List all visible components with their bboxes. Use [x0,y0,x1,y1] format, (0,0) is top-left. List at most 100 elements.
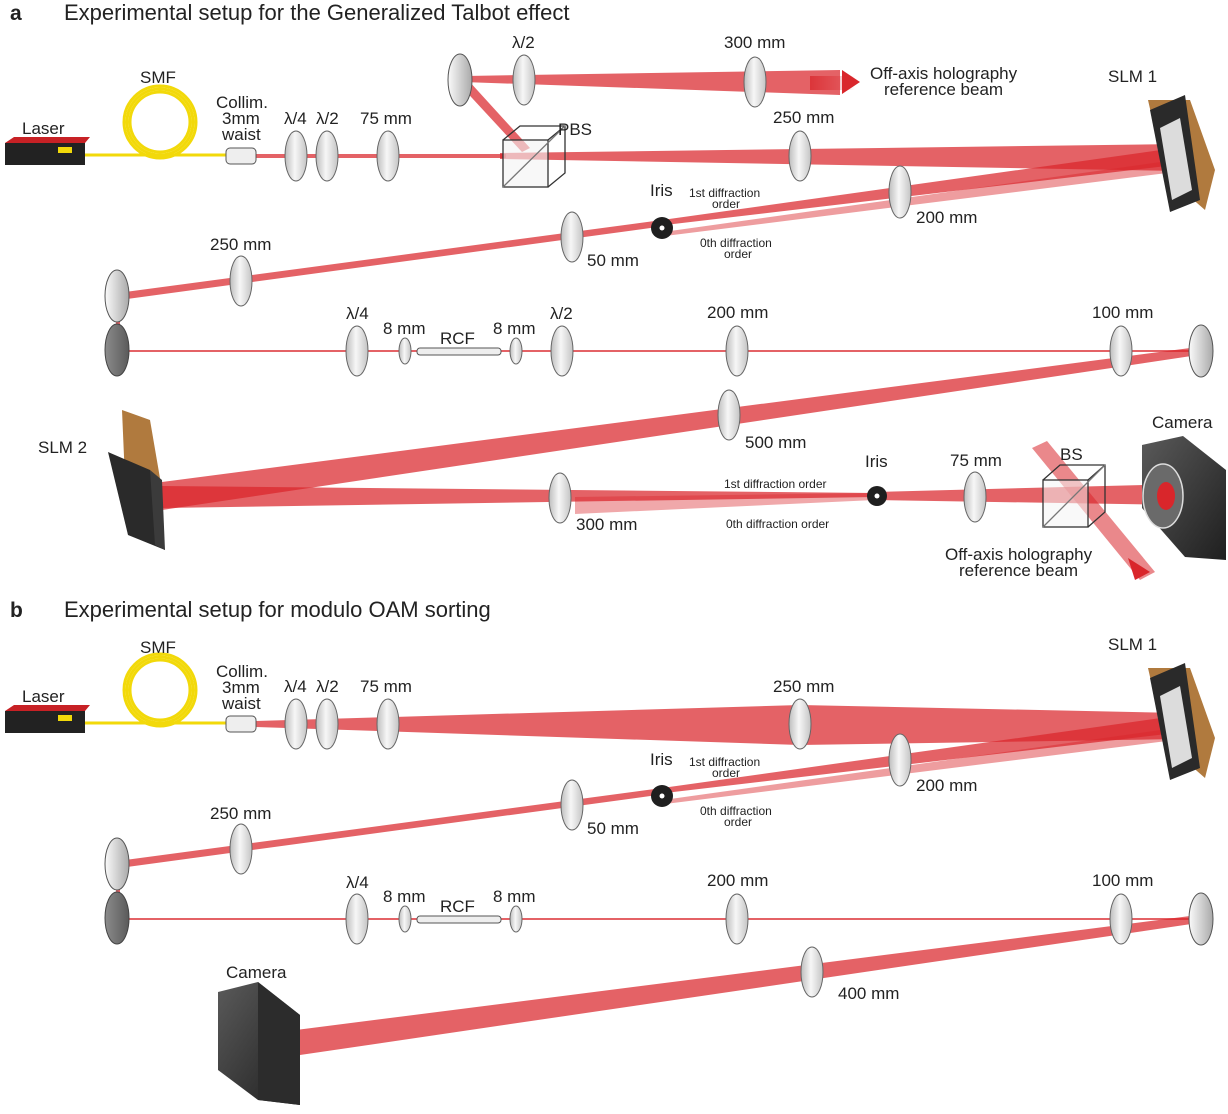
qwp-row-b-label: λ/4 [346,873,369,892]
qwp-row-a [346,326,368,376]
objective-8-left-b [399,906,411,932]
iris-label: Iris [650,181,673,200]
obj-8-right-b-label: 8 mm [493,887,536,906]
lens-250-top-b-label: 250 mm [773,677,834,696]
qwp-b [285,699,307,749]
qwp-a [285,131,307,181]
hwp-row-label: λ/2 [550,304,573,323]
lens-250-left-b [230,824,252,874]
lens-100-b-label: 100 mm [1092,871,1153,890]
lens-500 [718,390,740,440]
rcf-fiber-b [417,916,501,923]
qwp-b-label: λ/4 [284,677,307,696]
objective-8-left [399,338,411,364]
reference-label-2: reference beam [884,80,1003,99]
iris-b-label: Iris [650,750,673,769]
laser-a [5,137,90,165]
order0-label-2: order [724,247,752,261]
lens-50-label: 50 mm [587,251,639,270]
lens-200-row-b [726,894,748,944]
order0-b-label-2: order [724,815,752,829]
qwp-label: λ/4 [284,109,307,128]
hwp-b [316,699,338,749]
camera-b-label: Camera [226,963,287,982]
hwp-top [513,55,535,105]
slm2-a [108,410,165,550]
hwp-b-label: λ/2 [316,677,339,696]
smf-coil-b [85,654,230,726]
pbs-label: PBS [558,120,592,139]
rcf-label: RCF [440,329,475,348]
lens-250-left [230,256,252,306]
lens-250-top-label: 250 mm [773,108,834,127]
collim-label-3: waist [221,125,261,144]
lens-200-b [889,734,911,786]
lens-75-b [964,472,986,522]
bs-label: BS [1060,445,1083,464]
obj-8-right-label: 8 mm [493,319,536,338]
lens-500-label: 500 mm [745,433,806,452]
mirror-periscope-top [105,270,129,322]
hwp-label: λ/2 [316,109,339,128]
lens-50-b-label: 50 mm [587,819,639,838]
reference2-label-2: reference beam [959,561,1078,580]
rcf-b-label: RCF [440,897,475,916]
slm1-b-label: SLM 1 [1108,635,1157,654]
mirror-top [448,54,472,106]
laser-label-sticker [58,147,72,153]
lens-250-left-label: 250 mm [210,235,271,254]
hwp-row-a [551,326,573,376]
slm2-label: SLM 2 [38,438,87,457]
beam-to-camera [875,484,1180,505]
panel-a-letter: a [10,2,22,25]
lens-75-b-panel-label: 75 mm [360,677,412,696]
panel-a: a Experimental setup for the Generalized… [5,0,1226,580]
beam-to-camera-b [296,915,1198,1055]
lens-50-b [561,780,583,830]
hwp-top-label: λ/2 [512,33,535,52]
lens-200-a [889,166,911,218]
lens-100-a [1110,326,1132,376]
rcf-fiber-a [417,348,501,355]
obj-8-left-b-label: 8 mm [383,887,426,906]
lens-300-top-label: 300 mm [724,33,785,52]
lens-200-b-label: 200 mm [916,776,977,795]
lens-300-a [549,473,571,523]
lens-250-top-b [789,699,811,749]
lens-75-b-panel [377,699,399,749]
objective-8-right [510,338,522,364]
lens-200-row-label: 200 mm [707,303,768,322]
collimator-b [226,716,256,732]
order1-b-label-2: order [712,766,740,780]
order1-line-label: 1st diffraction order [724,477,827,491]
mirror-right-b [1189,893,1213,945]
laser-label-b: Laser [22,687,65,706]
lens-75-label: 75 mm [360,109,412,128]
hwp-a [316,131,338,181]
order0-line-label: 0th diffraction order [726,517,829,531]
beam-fiber-line [118,350,1198,352]
panel-b-letter: b [10,599,23,622]
reference-arrow-head [842,70,860,94]
lens-100-label: 100 mm [1092,303,1153,322]
smf-label: SMF [140,68,176,87]
order1-label-2: order [712,197,740,211]
qwp-row-b [346,894,368,944]
lens-200-label: 200 mm [916,208,977,227]
qwp-row-label: λ/4 [346,304,369,323]
mirror-periscope-bottom-b [105,892,129,944]
obj-8-left-label: 8 mm [383,319,426,338]
smf-label-b: SMF [140,638,176,657]
panel-a-title: Experimental setup for the Generalized T… [64,0,569,25]
lens-250-top [789,131,811,181]
lens-50-a [561,212,583,262]
panel-b-title: Experimental setup for modulo OAM sortin… [64,597,491,622]
collimator [226,148,256,164]
collim-b-label-3: waist [221,694,261,713]
camera-b [218,982,300,1105]
smf-coil-a [85,86,230,158]
mirror-periscope-top-b [105,838,129,890]
panel-b: b Experimental setup for modulo OAM sort… [5,597,1215,1105]
lens-250-left-b-label: 250 mm [210,804,271,823]
